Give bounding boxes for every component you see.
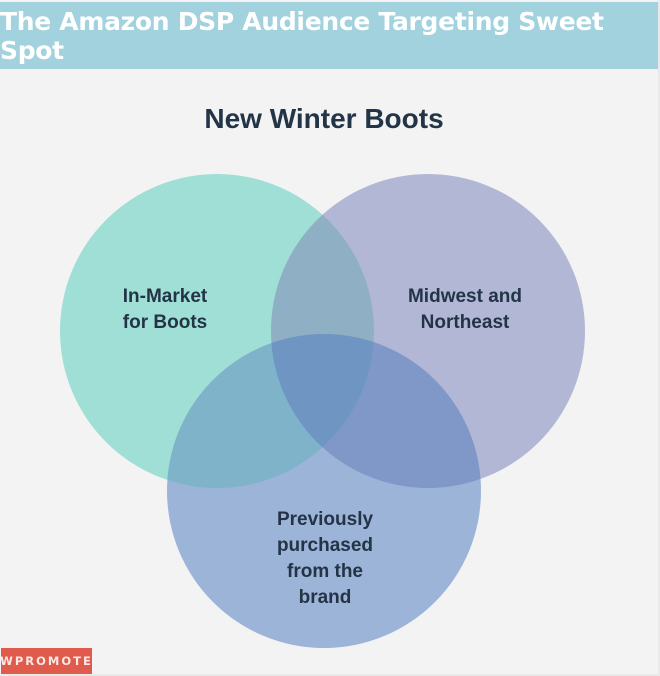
label-line: from the bbox=[287, 561, 363, 582]
label-previously-purchased: Previously purchased from the brand bbox=[250, 507, 400, 611]
label-line: purchased bbox=[276, 535, 374, 556]
overlap-region-previous bbox=[271, 334, 481, 488]
overlap-in-market-previous bbox=[167, 334, 374, 488]
diagram-title: New Winter Boots bbox=[204, 103, 444, 134]
label-line: In-Market bbox=[122, 286, 208, 307]
label-line: Previously bbox=[276, 509, 374, 530]
label-line: brand bbox=[298, 587, 352, 608]
label-line: Midwest and bbox=[407, 286, 522, 307]
label-line: Northeast bbox=[420, 312, 510, 333]
label-line: for Boots bbox=[122, 312, 208, 333]
wpromote-logo: WPROMOTE bbox=[0, 648, 92, 674]
label-midwest-northeast: Midwest and Northeast bbox=[385, 284, 545, 336]
label-in-market: In-Market for Boots bbox=[95, 284, 235, 336]
banner-title: The Amazon DSP Audience Targeting Sweet … bbox=[0, 2, 658, 69]
